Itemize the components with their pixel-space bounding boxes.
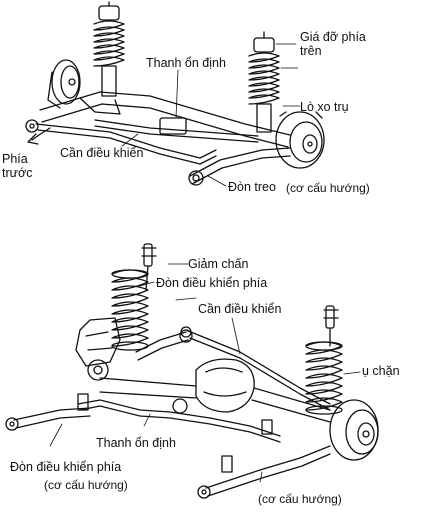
top-front-arrow-shaft <box>31 127 51 141</box>
label-linkage-top: (cơ cấu hướng) <box>286 181 370 195</box>
bottom-left-hub <box>75 317 121 381</box>
bottom-right-coil-spring <box>305 341 343 415</box>
top-assembly <box>25 1 325 187</box>
top-control-rod <box>25 119 217 165</box>
label-shock-absorber: Giảm chấn <box>188 257 249 271</box>
bottom-control-rod <box>180 326 331 411</box>
bottom-stabilizer-bar <box>77 393 281 443</box>
label-coil-spring: Lò xo trụ <box>300 100 349 114</box>
top-lower-arm <box>188 147 291 186</box>
bottom-assembly <box>5 243 379 499</box>
label-bump-stop: ụ chặn <box>362 364 400 378</box>
top-front-arrow-head <box>27 133 39 145</box>
bottom-leader-lines <box>49 263 361 483</box>
top-leader-lines <box>121 43 301 187</box>
top-stabilizer-bar <box>94 117 259 143</box>
label-upper-mount: Giá đỡ phía trên <box>300 30 366 58</box>
label-lower-arm: Đòn treo <box>228 180 276 194</box>
label-linkage-bottom-left: (cơ cấu hướng) <box>44 478 128 492</box>
top-left-coil-spring <box>93 1 125 97</box>
bottom-right-shock-absorber <box>323 305 339 347</box>
top-axle-beam <box>39 91 291 148</box>
label-stabilizer-bar-top: Thanh ổn định <box>146 56 226 70</box>
bottom-upper-control-arm <box>135 329 193 361</box>
label-control-rod-top: Cần điều khiển <box>60 146 144 160</box>
top-right-coil-spring <box>248 31 280 133</box>
label-linkage-bottom-right: (cơ cấu hướng) <box>258 492 342 506</box>
bottom-right-drum <box>329 399 379 461</box>
label-front: Phía trước <box>2 152 33 180</box>
label-control-rod-bottom: Cần điều khiển <box>198 302 282 316</box>
bottom-lower-control-arm-right <box>197 445 331 499</box>
top-left-drum <box>47 59 81 109</box>
label-lower-control-arm: Đòn điều khiển phía <box>10 460 122 474</box>
label-stabilizer-bar-bottom: Thanh ổn định <box>96 436 176 450</box>
bottom-left-shock-absorber <box>141 243 157 291</box>
bottom-differential <box>172 358 255 414</box>
bottom-left-coil-spring <box>111 269 149 351</box>
top-right-drum <box>275 111 325 169</box>
bottom-lower-control-arm-left <box>5 407 91 431</box>
label-upper-control-arm: Đòn điều khiển phía <box>156 276 268 290</box>
